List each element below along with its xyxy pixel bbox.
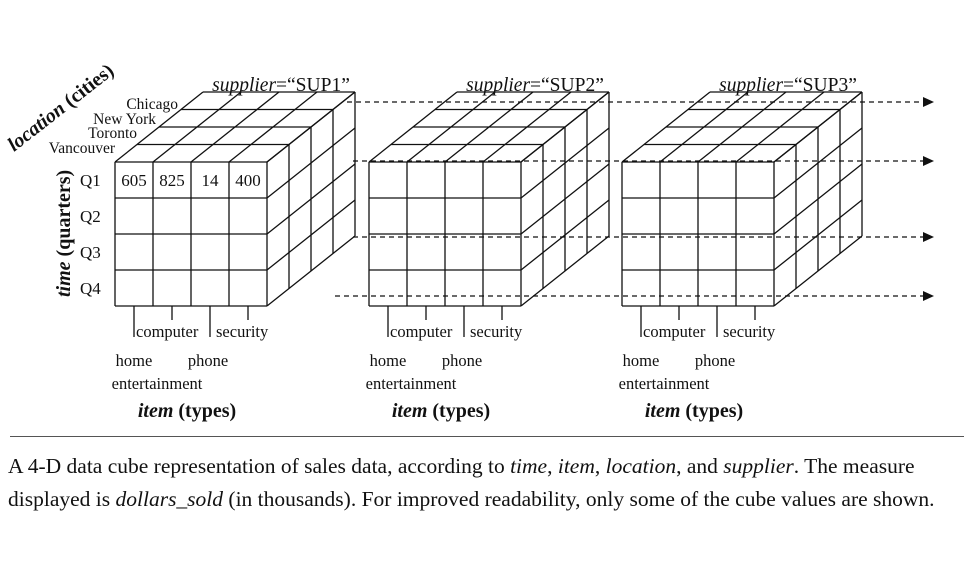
item-axis-label: item (types) — [645, 400, 743, 422]
arrowhead-icon — [923, 291, 934, 301]
item-label-entertainment: entertainment — [619, 374, 710, 393]
caption-part: . The measure displayed is — [8, 454, 915, 511]
arrowhead-icon — [923, 97, 934, 107]
caption-rule — [10, 436, 964, 437]
item-label-home: home — [623, 351, 660, 370]
caption-part: A 4-D data cube representation of sales … — [8, 454, 511, 478]
item-label-phone: phone — [442, 351, 482, 370]
cell-value: 14 — [202, 171, 220, 190]
cube-sup1 — [114, 91, 356, 337]
item-axis-label: item (types) — [138, 400, 236, 422]
cube-sup3 — [621, 91, 863, 337]
supplier-label-2-part: supplier — [466, 75, 530, 96]
item-axis-label-part: item — [645, 400, 681, 422]
item-label-computer: computer — [136, 322, 199, 341]
caption-part: (in thousands). For improved readability… — [223, 487, 935, 511]
caption-part: supplier — [723, 454, 794, 478]
item-label-home: home — [370, 351, 407, 370]
item-label-home: home — [116, 351, 153, 370]
time-axis-label-part: (quarters) — [53, 170, 75, 262]
item-label-phone: phone — [188, 351, 228, 370]
item-label-security: security — [723, 322, 776, 341]
caption-part: location — [605, 454, 677, 478]
supplier-label-3: supplier=“SUP3” — [719, 75, 857, 96]
supplier-label-2-part: =“SUP2” — [530, 75, 604, 96]
item-label-computer: computer — [643, 322, 706, 341]
cubes-layer — [114, 91, 863, 337]
supplier-label-1-part: supplier — [212, 75, 276, 96]
supplier-label-1: supplier=“SUP1” — [212, 75, 350, 96]
cell-value: 605 — [121, 171, 147, 190]
item-label-computer: computer — [390, 322, 453, 341]
caption-part: , — [594, 454, 606, 478]
arrowhead-icon — [923, 232, 934, 242]
quarter-label-q3: Q3 — [80, 243, 101, 262]
caption-part: time — [510, 454, 548, 478]
item-axis-label: item (types) — [392, 400, 490, 422]
arrowhead-icon — [923, 156, 934, 166]
item-label-security: security — [216, 322, 269, 341]
city-label-new-york: New York — [93, 111, 156, 128]
caption-part: , and — [676, 454, 724, 478]
supplier-label-1-part: =“SUP1” — [276, 75, 350, 96]
cube-sup2 — [368, 91, 610, 337]
city-label-vancouver: Vancouver — [49, 140, 116, 157]
cell-value: 825 — [159, 171, 185, 190]
time-axis-label-part: time — [53, 261, 75, 297]
quarter-label-q4: Q4 — [80, 279, 101, 298]
item-axis-label-part: item — [138, 400, 174, 422]
caption-part: item — [557, 454, 595, 478]
quarter-label-q1: Q1 — [80, 171, 101, 190]
item-axis-label-part: item — [392, 400, 428, 422]
city-label-chicago: Chicago — [126, 96, 178, 113]
caption-part: dollars_sold — [115, 487, 224, 511]
figure-caption: A 4-D data cube representation of sales … — [8, 450, 968, 516]
caption-part: , — [547, 454, 558, 478]
item-axis-label-part: (types) — [680, 400, 743, 422]
item-label-security: security — [470, 322, 523, 341]
supplier-label-3-part: =“SUP3” — [783, 75, 857, 96]
supplier-arrows — [335, 97, 934, 301]
city-label-toronto: Toronto — [88, 125, 137, 142]
supplier-label-3-part: supplier — [719, 75, 783, 96]
item-label-entertainment: entertainment — [366, 374, 457, 393]
quarter-label-q2: Q2 — [80, 207, 101, 226]
item-axis-label-part: (types) — [173, 400, 236, 422]
item-label-phone: phone — [695, 351, 735, 370]
time-axis-label: time (quarters) — [53, 170, 75, 297]
supplier-label-2: supplier=“SUP2” — [466, 75, 604, 96]
location-axis-label-part: (cities) — [56, 60, 118, 115]
cell-value: 400 — [235, 171, 261, 190]
item-axis-label-part: (types) — [427, 400, 490, 422]
item-label-entertainment: entertainment — [112, 374, 203, 393]
